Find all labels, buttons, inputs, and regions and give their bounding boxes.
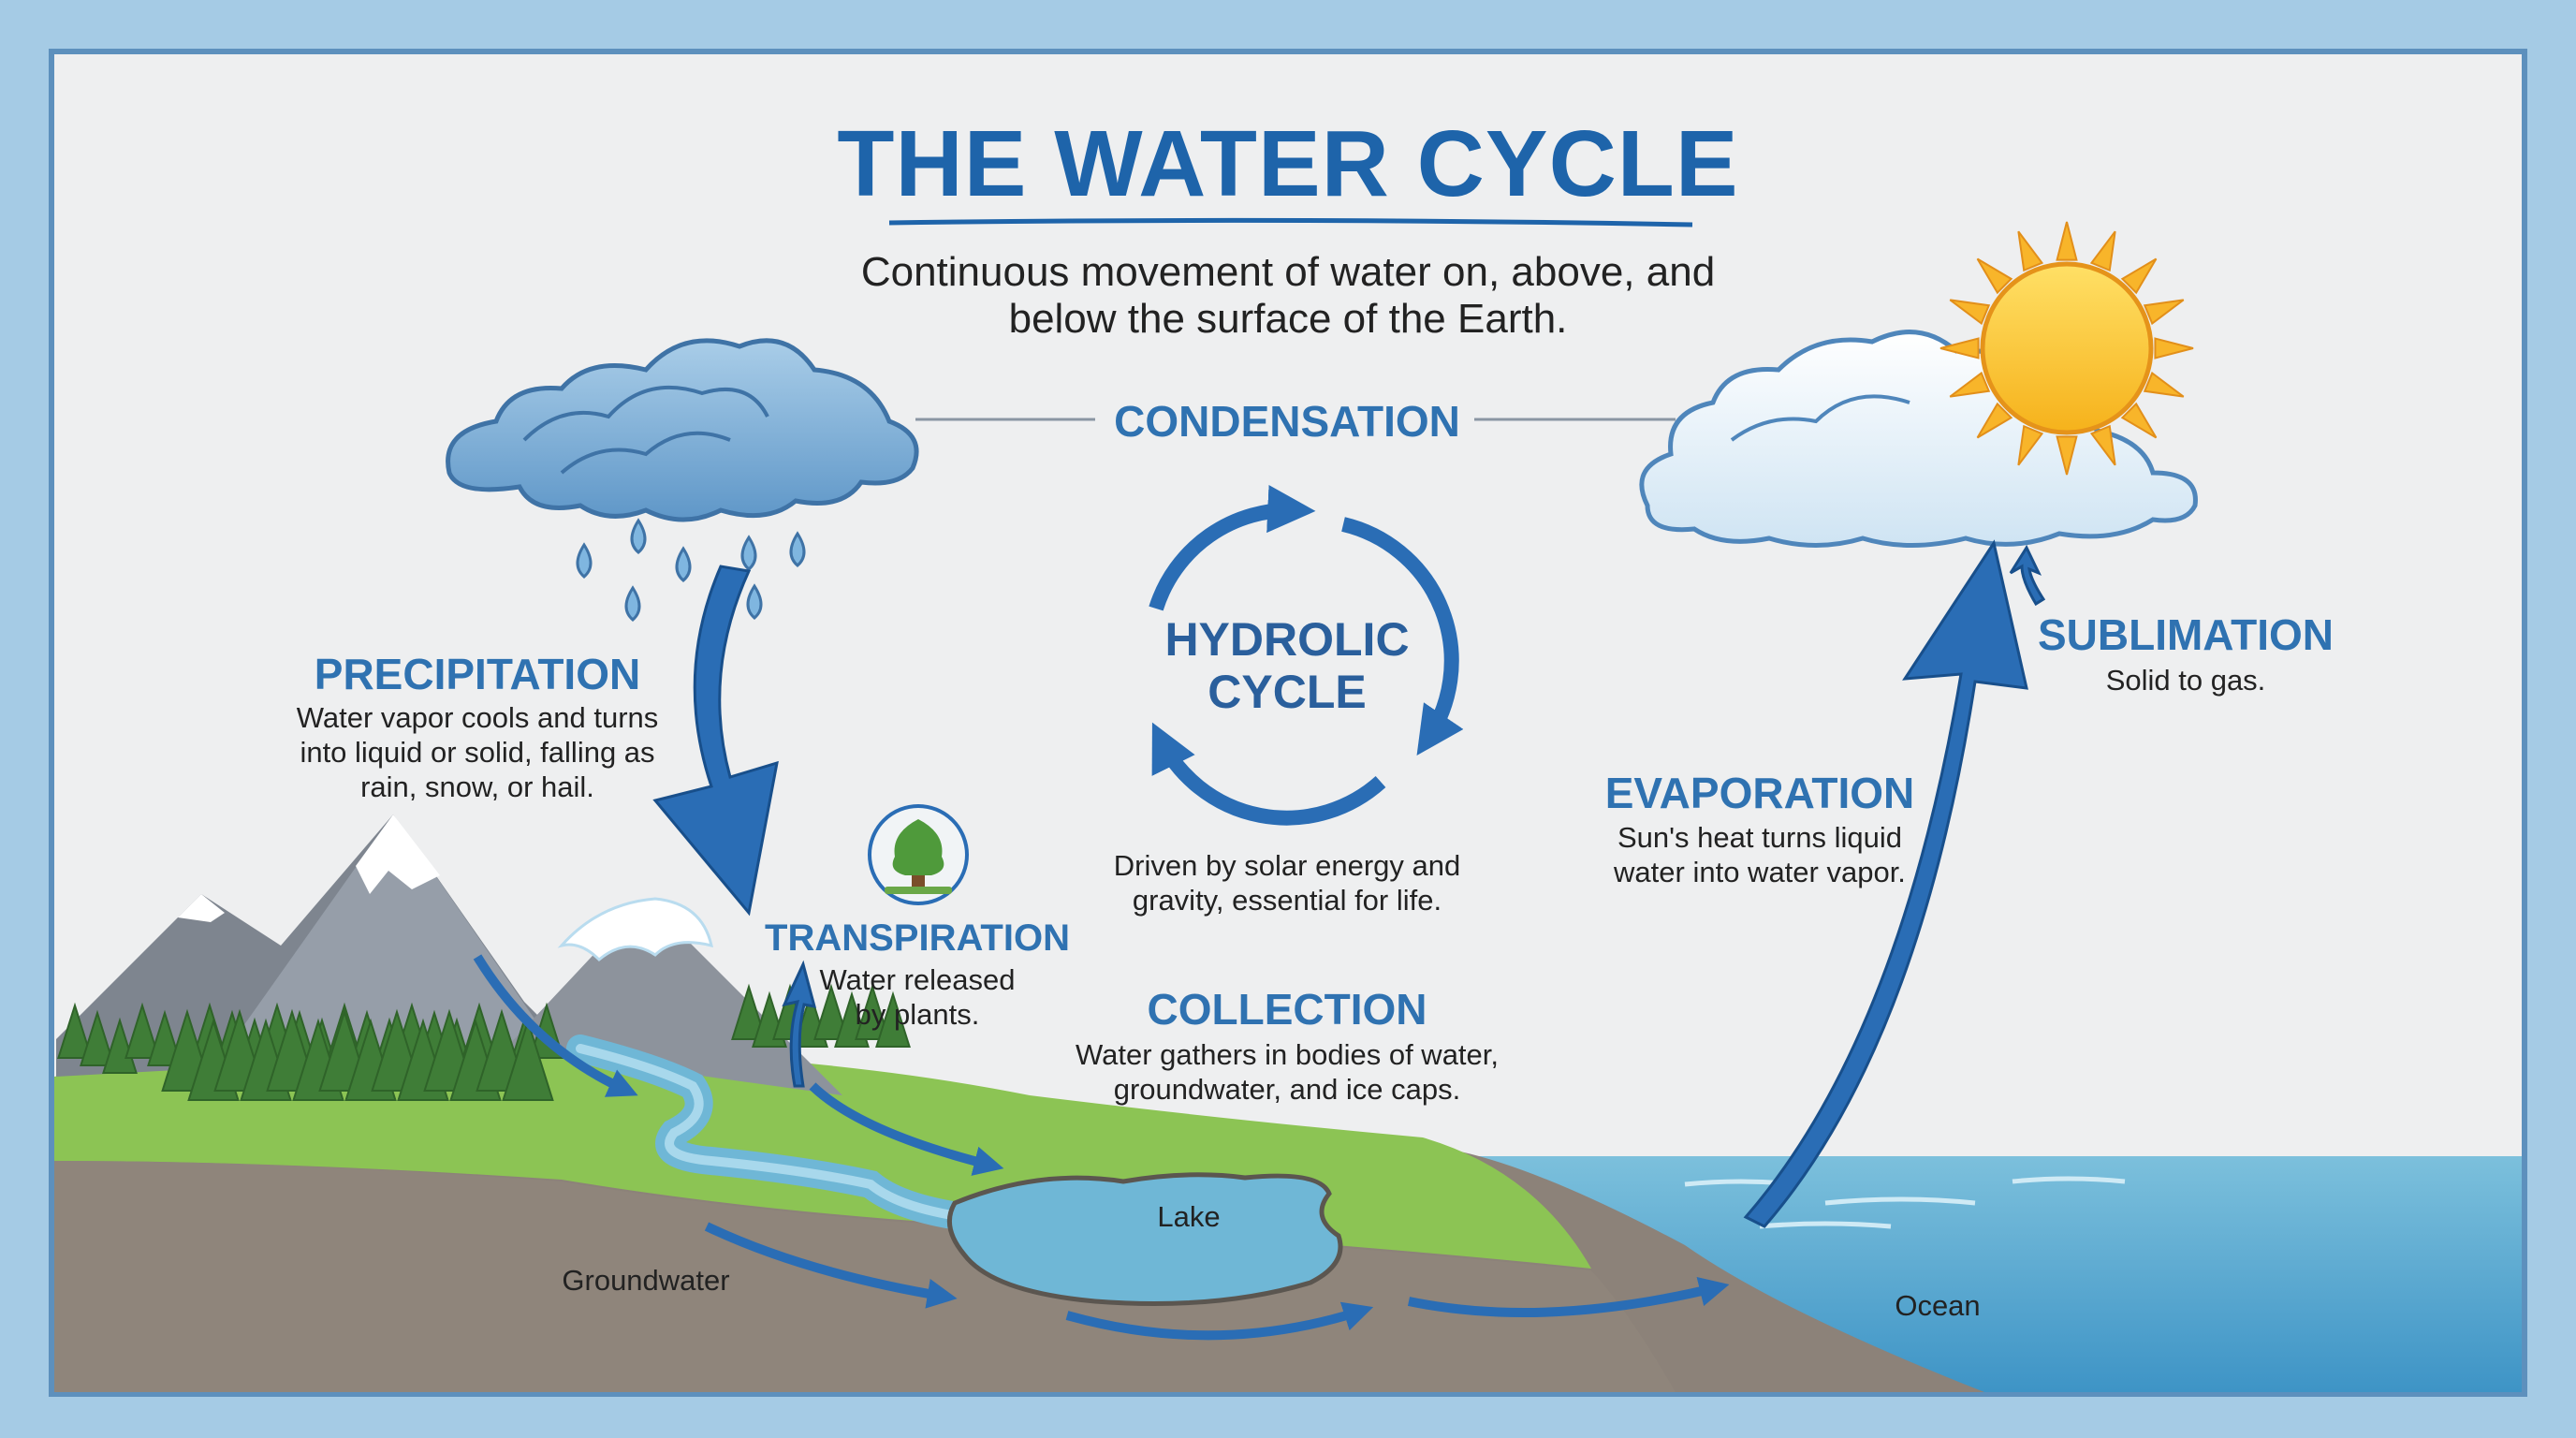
evaporation-text: Sun's heat turns liquid water into water…	[1614, 821, 1906, 888]
sun-ray	[1949, 299, 1991, 326]
transpiration-text: Water released by plants.	[819, 963, 1016, 1031]
pine-tree-icon	[102, 1017, 138, 1074]
tree-icon	[868, 804, 969, 905]
sun-icon	[1939, 221, 2194, 476]
sublimation-text: Solid to gas.	[2105, 664, 2266, 697]
rain-drop-icon	[740, 535, 757, 571]
hydrologic-cycle-text: Driven by solar energy and gravity, esse…	[1113, 849, 1461, 917]
hydrologic-cycle-label: HYDROLIC CYCLE	[1164, 613, 1410, 718]
sun-ray	[2120, 402, 2158, 439]
sun-ray	[2143, 371, 2185, 398]
sun-ray	[1976, 257, 2013, 295]
ocean-label: Ocean	[1895, 1289, 1981, 1322]
collection-heading: COLLECTION	[1147, 985, 1427, 1034]
sun-ray	[2017, 230, 2044, 272]
sublimation-arrow	[2009, 544, 2046, 607]
transpiration-arrow	[782, 960, 817, 1088]
pine-tree-icon	[80, 1009, 115, 1066]
rain-drop-icon	[624, 585, 641, 622]
rain-drop-icon	[746, 583, 763, 620]
sun-ray	[2120, 257, 2158, 295]
rain-drop-icon	[576, 542, 593, 579]
page-title: THE WATER CYCLE	[837, 111, 1739, 216]
evaporation-heading: EVAPORATION	[1604, 769, 1915, 817]
sun-ray	[2143, 299, 2185, 326]
precipitation-text: Water vapor cools and turns into liquid …	[296, 701, 659, 803]
pine-tree-icon	[502, 1018, 554, 1101]
pine-tree-icon	[855, 983, 890, 1040]
sun-ray	[2056, 435, 2078, 476]
flow-arrows	[652, 539, 2046, 1228]
pine-tree-icon	[57, 1002, 93, 1059]
rain-drops	[576, 518, 806, 622]
pine-tree-icon	[731, 983, 767, 1040]
condensation-heading: CONDENSATION	[1114, 397, 1460, 446]
sun-ray	[1976, 402, 2013, 439]
sublimation-heading: SUBLIMATION	[2037, 610, 2334, 659]
title-underline	[888, 217, 1693, 227]
sun-ray	[2154, 337, 2194, 360]
cycle-arrows-icon	[1149, 485, 1464, 826]
rain-cloud-icon	[446, 338, 919, 522]
sun-ray	[1949, 371, 1991, 398]
runoff-arrows	[473, 954, 1730, 1341]
rain-drop-icon	[630, 518, 647, 554]
rain-drop-icon	[675, 546, 692, 582]
precipitation-arrow	[652, 565, 779, 917]
rain-drop-icon	[789, 531, 806, 567]
forest	[57, 983, 911, 1101]
sun-ray	[2089, 424, 2116, 466]
collection-text: Water gathers in bodies of water, ground…	[1075, 1038, 1500, 1106]
pine-tree-icon	[813, 983, 849, 1040]
evaporation-arrow	[1743, 539, 2028, 1228]
transpiration-heading: TRANSPIRATION	[765, 917, 1070, 959]
lake	[946, 1172, 1343, 1306]
pine-tree-icon	[147, 1009, 183, 1066]
pine-tree-icon	[124, 1002, 160, 1059]
precipitation-heading: PRECIPITATION	[314, 650, 641, 698]
sun-ray	[2056, 221, 2078, 261]
pine-tree-icon	[875, 990, 911, 1048]
groundwater-label: Groundwater	[562, 1264, 730, 1297]
cloud-icon	[1639, 330, 2198, 548]
sun-ray	[1939, 337, 1980, 360]
sun-ray	[2089, 230, 2116, 272]
subtitle: Continuous movement of water on, above, …	[860, 249, 1716, 342]
sun-ray	[2017, 424, 2044, 466]
lake-label: Lake	[1157, 1200, 1221, 1233]
